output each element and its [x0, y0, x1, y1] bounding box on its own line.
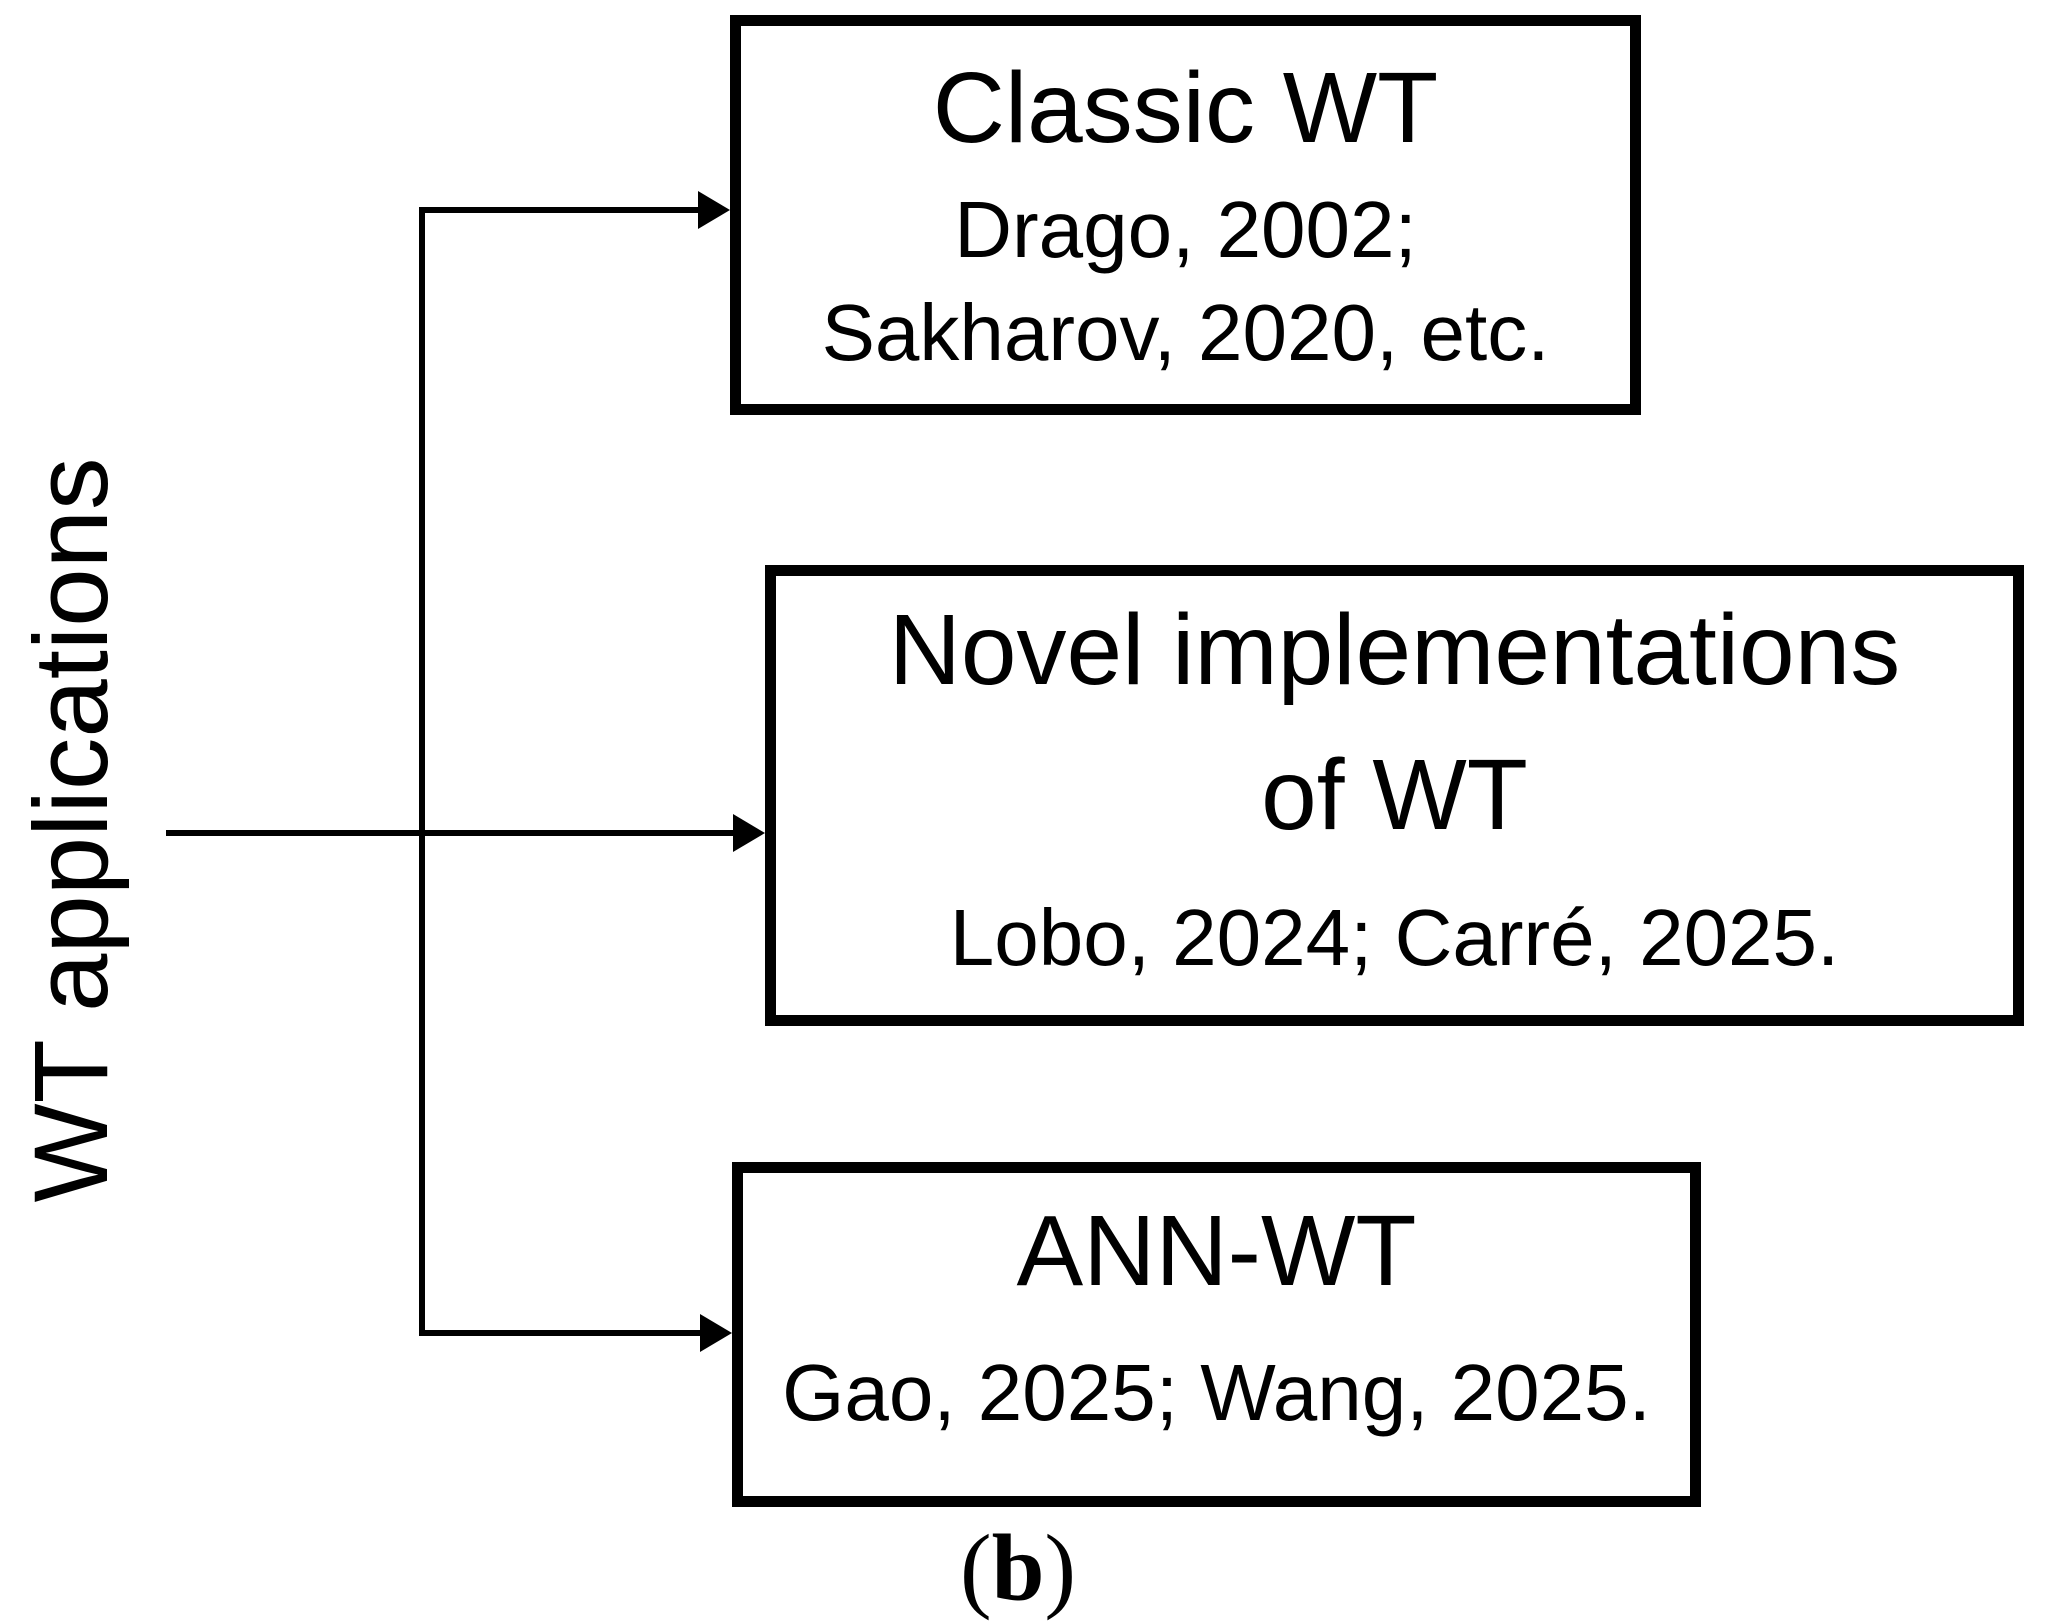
box-classic-wt: Classic WT Drago, 2002; Sakharov, 2020, … [730, 15, 1641, 415]
box-novel-implementations-citations: Lobo, 2024; Carré, 2025. [950, 886, 1840, 990]
caption-letter: b [991, 1515, 1045, 1621]
caption-paren-open: ( [959, 1515, 992, 1621]
box-novel-implementations-title-line-1: Novel implementations [888, 594, 1901, 706]
arrowhead-bottom-icon [700, 1314, 732, 1352]
citation-line: Sakharov, 2020, etc. [821, 288, 1550, 377]
arrowhead-top-icon [698, 191, 730, 229]
arrowhead-middle-icon [733, 814, 765, 852]
box-novel-implementations-title-line-2: of WT [1261, 739, 1528, 851]
box-ann-wt-title: ANN-WT [1016, 1195, 1417, 1307]
box-classic-wt-citations: Drago, 2002; Sakharov, 2020, etc. [822, 178, 1550, 384]
caption-paren-close: ) [1044, 1515, 1077, 1621]
root-label-wt-applications: WT applications [13, 457, 130, 1203]
trunk-and-branch-lines [419, 207, 702, 1336]
citation-line: Lobo, 2024; Carré, 2025. [949, 893, 1840, 982]
citation-line: Gao, 2025; Wang, 2025. [782, 1348, 1651, 1437]
box-classic-wt-title: Classic WT [932, 52, 1439, 164]
box-ann-wt: ANN-WT Gao, 2025; Wang, 2025. [732, 1162, 1701, 1507]
figure-caption: (b) [0, 1518, 2050, 1618]
box-ann-wt-citations: Gao, 2025; Wang, 2025. [782, 1341, 1651, 1445]
citation-line: Drago, 2002; [954, 185, 1417, 274]
box-novel-implementations: Novel implementations of WT Lobo, 2024; … [765, 565, 2024, 1026]
